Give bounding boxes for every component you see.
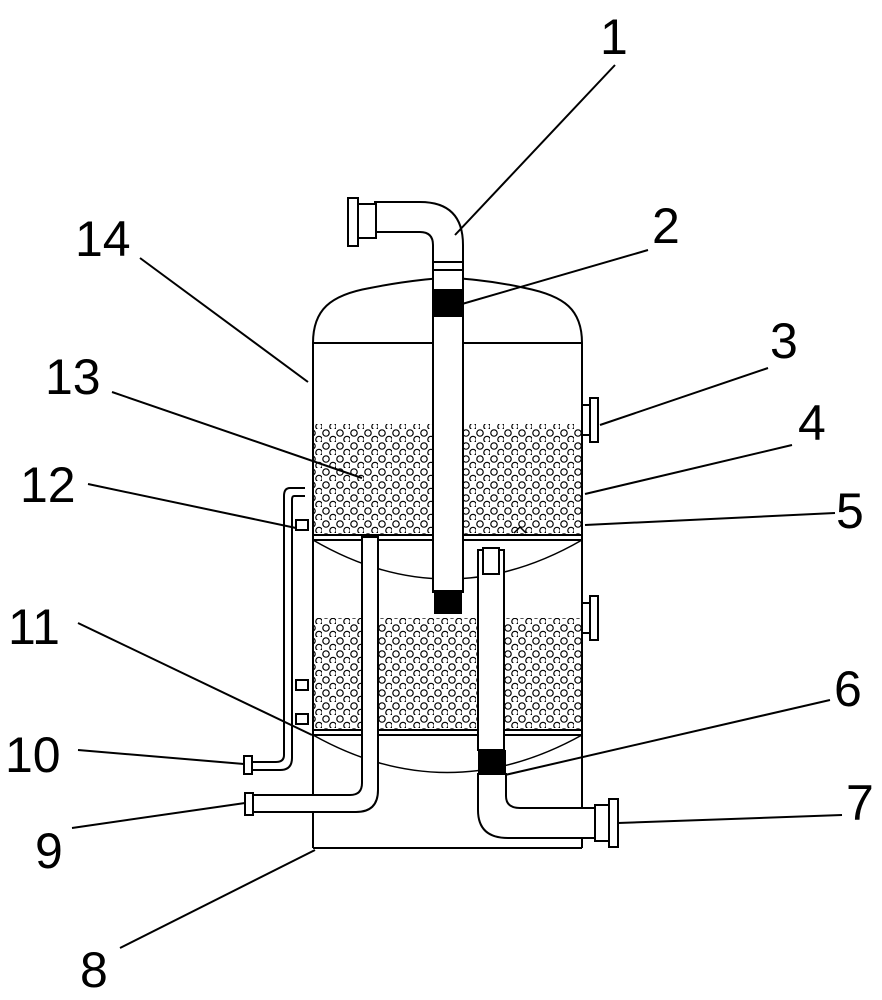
- riser-top-cap: [482, 547, 500, 575]
- outlet-flange-outer: [608, 798, 619, 848]
- number-labels: 1 2 3 4 5 6 7 8 9 10 11 12 13 14: [5, 9, 874, 998]
- left-bypass-pipe-inner: [250, 495, 305, 771]
- plate-marker: [513, 525, 527, 534]
- label-13: 13: [45, 349, 101, 405]
- label-8: 8: [80, 942, 108, 998]
- leader-6: [504, 699, 831, 776]
- label-1: 1: [600, 9, 628, 65]
- leader-7: [617, 814, 843, 824]
- leader-4: [584, 444, 793, 495]
- label-6: 6: [834, 661, 862, 717]
- label-4: 4: [798, 395, 826, 451]
- bypass-valve-bottom: [295, 713, 309, 725]
- inlet-valve-block: [434, 291, 462, 317]
- leader-5: [584, 512, 836, 526]
- left-l-pipe: [251, 536, 379, 813]
- lower-side-nozzle-flange: [589, 595, 599, 641]
- bypass-valve-upper: [295, 519, 309, 531]
- label-3: 3: [770, 313, 798, 369]
- leader-13: [111, 391, 363, 479]
- lower-packing-layer: [314, 618, 581, 730]
- inlet-pipe-bottom-block: [434, 590, 462, 614]
- label-9: 9: [35, 823, 63, 879]
- inlet-flange-outer: [347, 197, 359, 247]
- label-7: 7: [846, 775, 874, 831]
- inlet-elbow: [374, 201, 464, 263]
- outlet-elbow: [477, 773, 596, 839]
- upper-side-nozzle: [581, 404, 591, 436]
- upper-side-nozzle-flange: [589, 397, 599, 443]
- label-2: 2: [652, 198, 680, 254]
- riser-pipe: [477, 549, 505, 751]
- lower-dished-plate: [312, 734, 583, 774]
- bypass-valve-lower: [295, 679, 309, 691]
- inlet-flange-inner: [357, 203, 377, 239]
- label-12: 12: [20, 457, 76, 513]
- leader-10: [77, 749, 245, 765]
- left-bypass-end: [243, 755, 253, 775]
- riser-valve-block: [478, 750, 506, 774]
- lower-support-plate: [312, 729, 583, 736]
- left-bypass-pipe: [250, 487, 305, 763]
- leader-11: [77, 622, 313, 736]
- label-10: 10: [5, 727, 61, 783]
- label-11: 11: [8, 599, 60, 655]
- leader-14: [139, 257, 309, 383]
- left-l-pipe-end: [244, 792, 254, 816]
- inlet-pipe-joint: [432, 269, 464, 291]
- label-14: 14: [75, 211, 131, 267]
- outlet-flange-inner: [594, 804, 610, 842]
- lower-side-nozzle: [581, 602, 591, 634]
- leader-1: [454, 64, 616, 236]
- leader-9: [71, 802, 246, 829]
- leader-lines: [71, 64, 843, 949]
- leader-12: [87, 483, 297, 529]
- leader-8: [119, 849, 316, 949]
- leader-2: [461, 249, 649, 305]
- leader-3: [599, 367, 769, 426]
- label-5: 5: [836, 483, 864, 539]
